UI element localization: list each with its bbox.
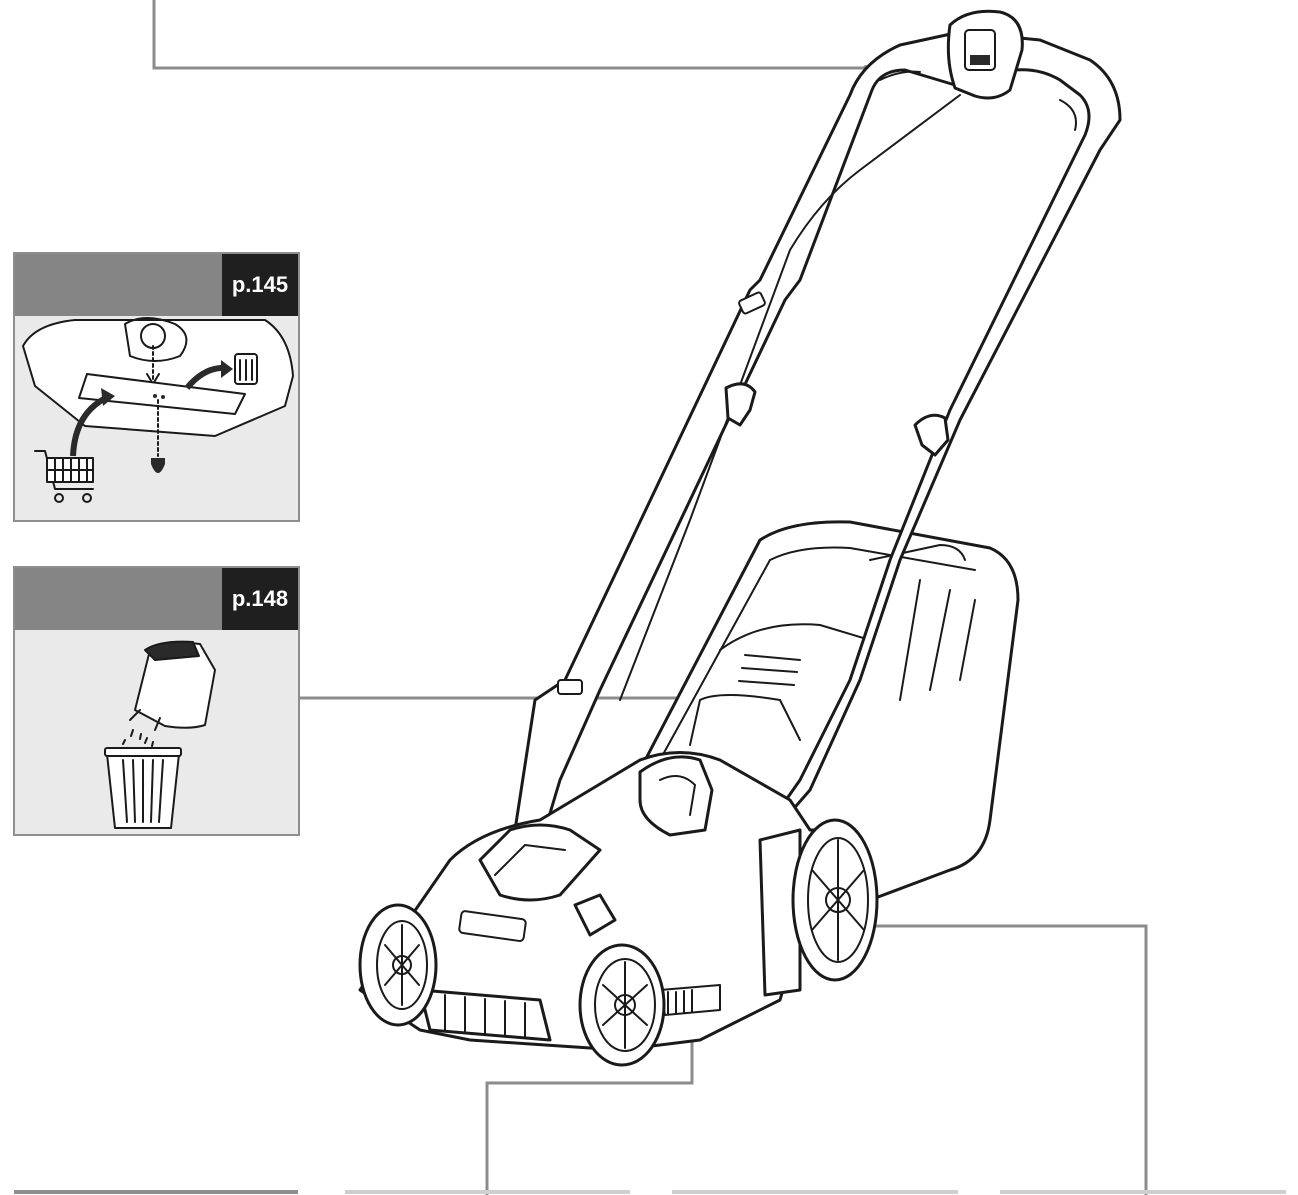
bag-illustration [104,640,216,829]
handle [513,9,1122,832]
trash-bin-icon [104,747,182,829]
page-ref-badge: p.148 [222,568,298,630]
callout-handle [152,0,866,70]
blade-card: p.145 [13,252,300,522]
switch-box-detail [964,29,996,71]
mower-deck [358,751,832,1052]
screw-icon [151,458,165,473]
shopping-cart-icon [34,450,94,503]
height-label-panel [458,910,527,942]
page-ref-badge: p.145 [222,254,298,316]
wheels [358,818,879,1067]
front-left-wheel [358,903,438,1027]
grass-bag-card: p.148 [13,566,300,836]
rear-wheel [791,818,879,982]
front-right-wheel [578,943,666,1067]
callout-height-adjust [485,1015,694,1195]
blade-illustration [22,317,294,503]
